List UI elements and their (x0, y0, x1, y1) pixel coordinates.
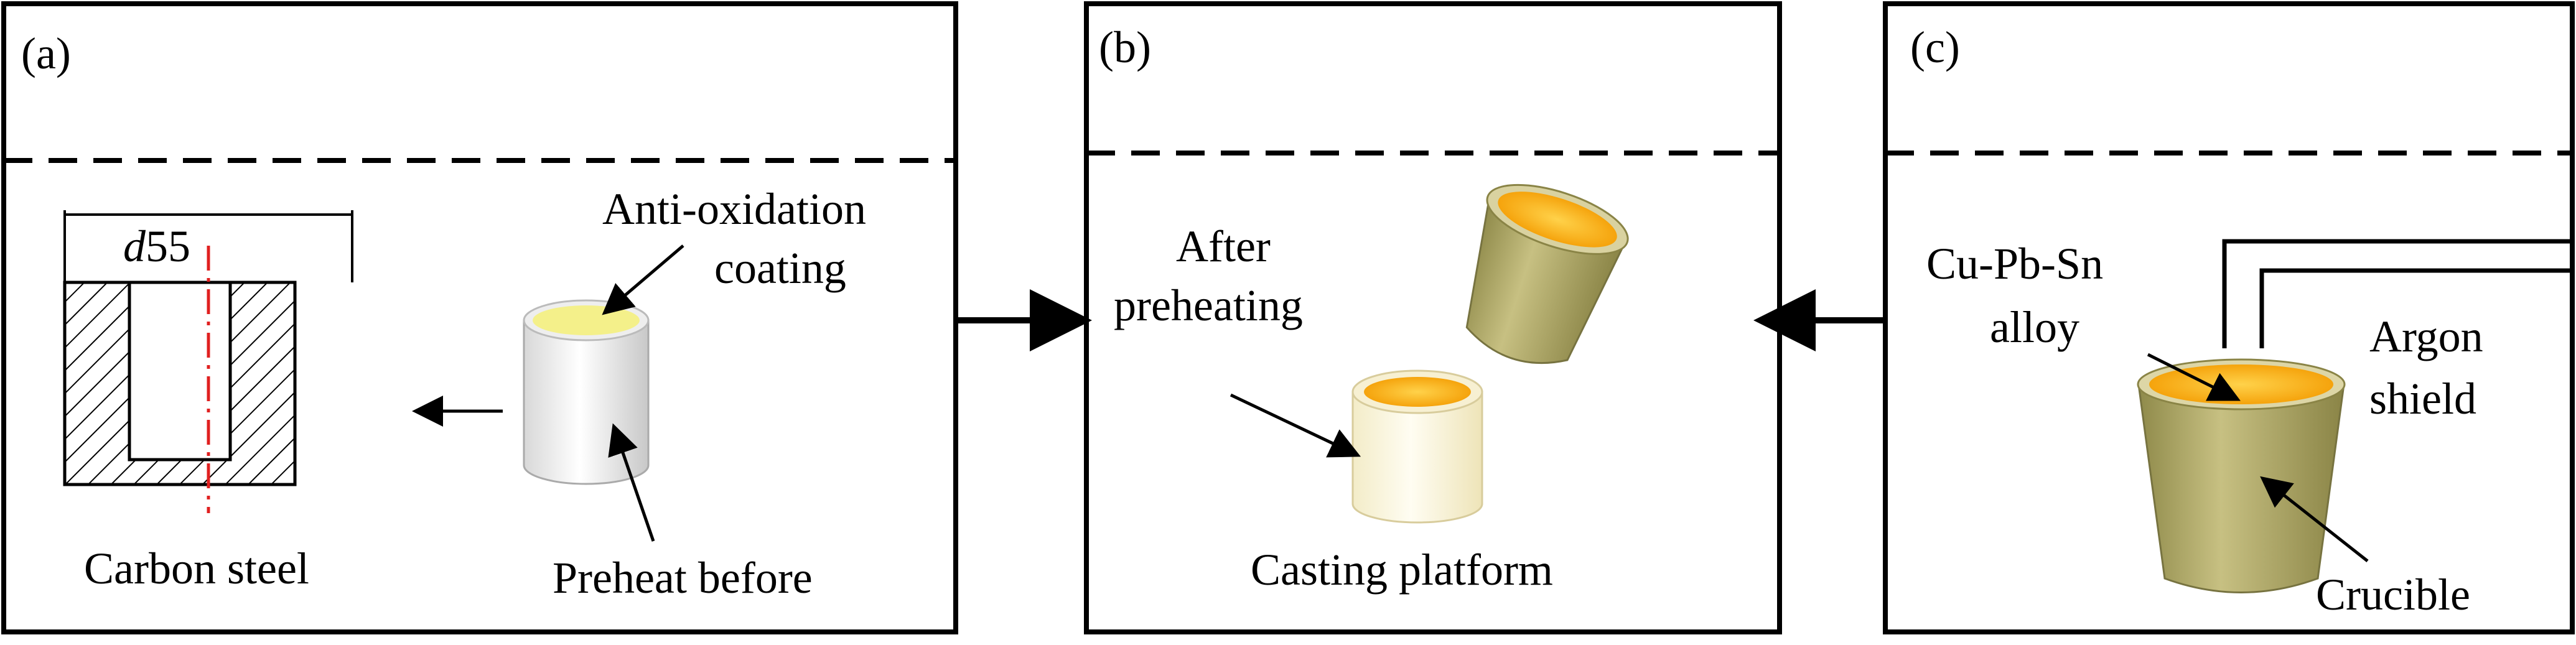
coating-label-line1: Anti-oxidation (602, 184, 866, 234)
carbon-steel-mold: d55 (63, 210, 353, 513)
after-label-line2: preheating (1114, 281, 1303, 330)
after-label-line1: After (1176, 221, 1271, 271)
tilted-crucible (1465, 183, 1629, 364)
anti-oxidation-coating (533, 305, 640, 335)
preheat-pointer (608, 423, 655, 542)
panel-b-letter: (b) (1099, 22, 1151, 72)
crucible-pointer (2260, 476, 2369, 562)
cu-pb-sn-alloy (2149, 364, 2333, 404)
molten-metal-b (1364, 377, 1471, 407)
panel-c-letter: (c) (1910, 22, 1960, 72)
alloy-label-line2: alloy (1990, 302, 2079, 352)
preheat-label: Preheat before (553, 553, 813, 603)
panel-a-letter: (a) (21, 29, 71, 78)
crucible-label: Crucible (2316, 570, 2470, 619)
argon-shield-pipe (2222, 239, 2572, 348)
argon-label-line1: Argon (2369, 312, 2483, 361)
panel-b: (b) After preheating Casting platform (1084, 1, 1782, 634)
coating-pointer (602, 244, 684, 315)
carbon-steel-label: Carbon steel (84, 544, 309, 593)
alloy-label-line1: Cu-Pb-Sn (1926, 239, 2103, 289)
dimension-label: d55 (123, 221, 190, 271)
panel-c-frame (1883, 1, 2575, 634)
preheat-cylinder (523, 299, 650, 485)
casting-mold (1351, 369, 1483, 524)
platform-label: Casting platform (1251, 545, 1553, 595)
platform-pointer (1230, 393, 1361, 458)
panel-a: (a) d55 Carbon steel Anti-oxidation coat… (1, 1, 958, 634)
alloy-pointer (2147, 353, 2241, 401)
panel-c: (c) Cu-Pb-Sn alloy Argon shield Crucible (1883, 1, 2575, 634)
coating-label-line2: coating (714, 243, 846, 293)
argon-label-line2: shield (2369, 374, 2476, 424)
crucible (2137, 358, 2346, 593)
